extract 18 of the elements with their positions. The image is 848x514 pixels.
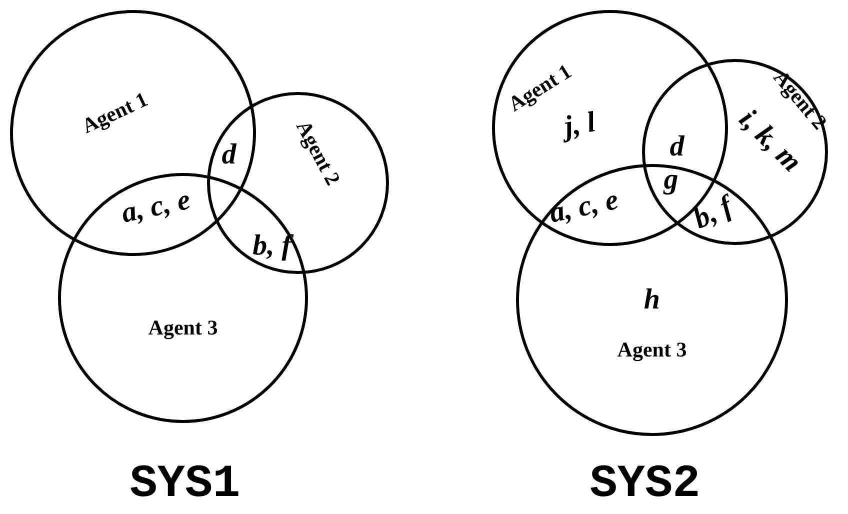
element-list: j, l	[562, 108, 598, 142]
region-elements: d	[222, 140, 236, 170]
set-name: Agent 2	[292, 117, 344, 189]
set-name: Agent 1	[79, 88, 151, 138]
venn-circle	[207, 92, 389, 274]
set-name: Agent 3	[148, 318, 218, 338]
region-elements: a, c, e	[547, 186, 621, 228]
region-elements: b, f	[252, 232, 292, 260]
panel-title: SYS2	[590, 461, 700, 507]
venn-circle	[58, 173, 308, 423]
element-list: h	[644, 286, 660, 314]
region-elements: b, f	[689, 192, 737, 234]
region-elements: d	[670, 132, 684, 162]
region-elements: a, c, e	[119, 186, 193, 228]
venn-circle	[642, 59, 828, 245]
panel-title: SYS1	[130, 461, 240, 507]
set-name: Agent 3	[617, 340, 687, 360]
region-elements: g	[664, 166, 678, 194]
